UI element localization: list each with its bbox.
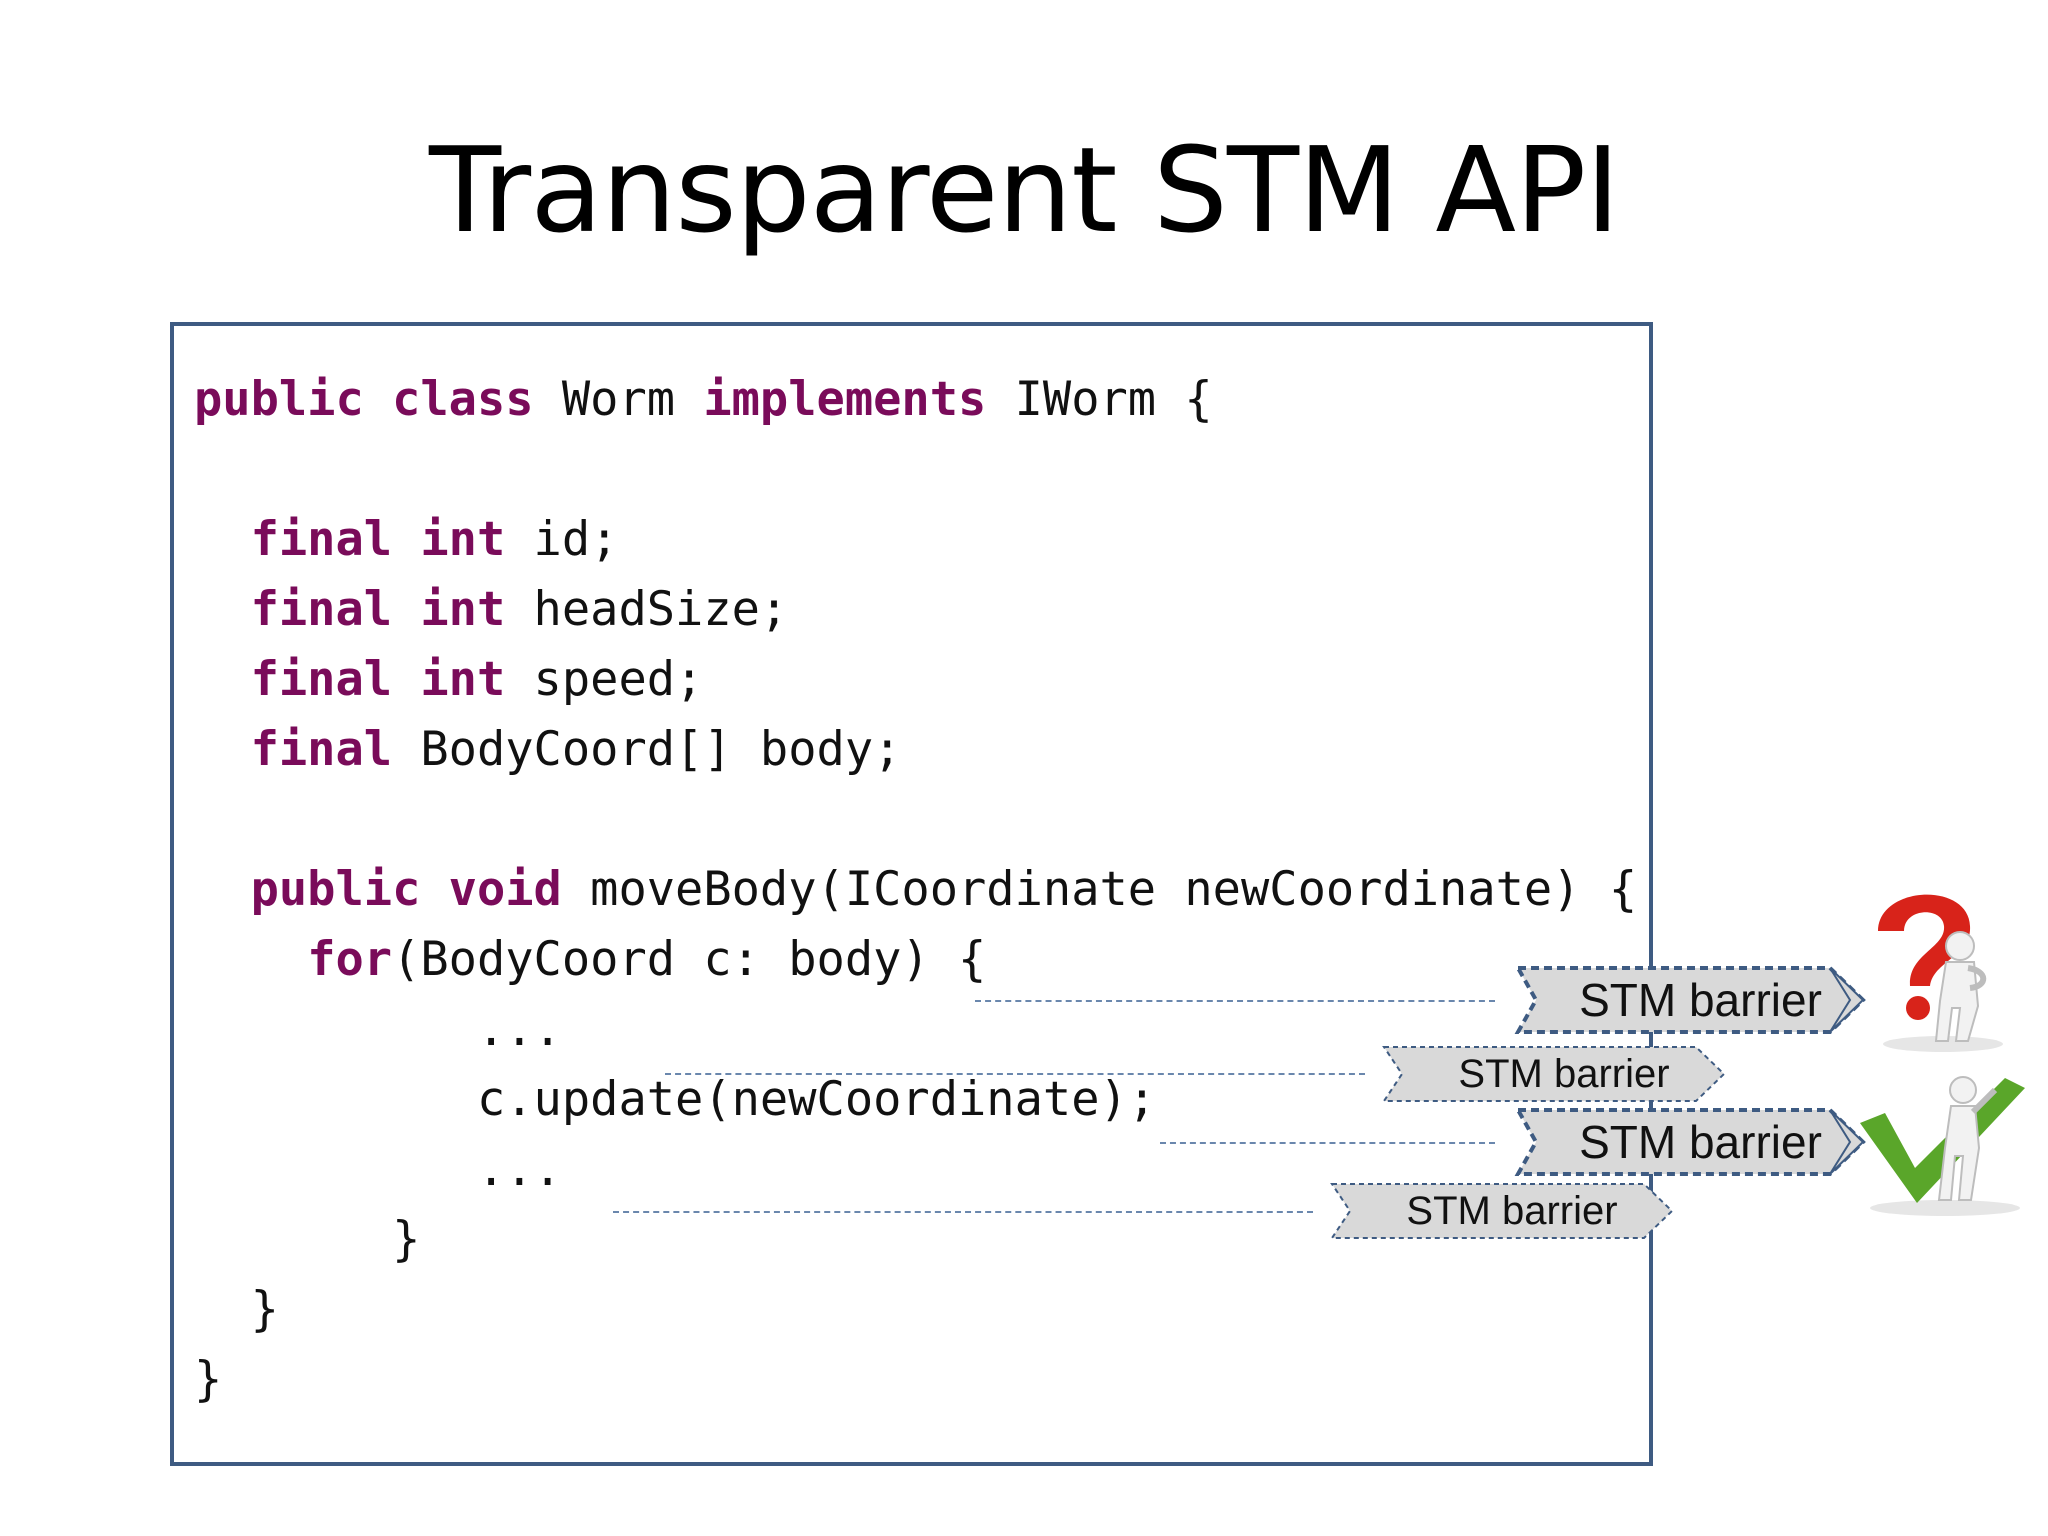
code-line: ... (194, 1135, 562, 1205)
code-text: BodyCoord[] body; (392, 722, 902, 777)
code-text: speed; (505, 652, 704, 707)
barrier-leader-line (1160, 1142, 1495, 1144)
code-text (194, 512, 251, 567)
code-text: Worm (533, 372, 704, 427)
code-keyword: public void (250, 862, 562, 917)
code-line: } (194, 1345, 222, 1415)
code-text: headSize; (505, 582, 789, 637)
checkmark-figure-icon (1855, 1068, 2040, 1218)
code-text: } (194, 1282, 279, 1337)
code-keyword: for (307, 932, 393, 987)
stm-barrier-arrow: STM barrier (1382, 1046, 1726, 1102)
barrier-arrow-shape (1514, 1108, 1866, 1176)
code-text: moveBody(ICoordinate newCoordinate) { (561, 862, 1638, 917)
code-text: c.update(newCoordinate); (194, 1072, 1157, 1127)
barrier-label: STM barrier (1406, 1188, 1618, 1233)
barrier-leader-line (613, 1211, 1313, 1213)
slide-title: Transparent STM API (428, 121, 1620, 259)
barrier-label: STM barrier (1579, 974, 1822, 1026)
code-line: public class Worm implements IWorm { (194, 365, 1213, 435)
barrier-leader-line (975, 1000, 1495, 1002)
code-line: for(BodyCoord c: body) { (194, 925, 986, 995)
code-line: } (194, 1275, 279, 1345)
barrier-label: STM barrier (1458, 1051, 1670, 1096)
barrier-leader-line (665, 1073, 1365, 1075)
code-text: IWorm { (986, 372, 1213, 427)
code-text (194, 652, 251, 707)
code-text (194, 862, 251, 917)
code-text: } (194, 1212, 421, 1267)
code-text: (BodyCoord c: body) { (392, 932, 987, 987)
code-text: ... (194, 1002, 562, 1057)
code-line: final int id; (194, 505, 619, 575)
code-line: } (194, 1205, 420, 1275)
code-keyword: implements (703, 372, 987, 427)
code-keyword: final int (250, 512, 506, 567)
code-keyword: public class (194, 372, 534, 427)
code-line: c.update(newCoordinate); (194, 1065, 1156, 1135)
barrier-arrow-shape (1514, 966, 1866, 1034)
code-text: } (194, 1352, 223, 1407)
code-line: final BodyCoord[] body; (194, 715, 902, 785)
code-text: id; (505, 512, 619, 567)
barrier-arrow-shape (1382, 1046, 1726, 1102)
code-line: final int speed; (194, 645, 704, 715)
stm-barrier-arrow: STM barrier (1514, 966, 1866, 1034)
code-line: ... (194, 995, 562, 1065)
code-line: public void moveBody(ICoordinate newCoor… (194, 855, 1638, 925)
barrier-label: STM barrier (1579, 1116, 1822, 1168)
code-block: public class Worm implements IWorm { fin… (170, 322, 1653, 1466)
code-text (194, 932, 307, 987)
code-keyword: final int (250, 652, 506, 707)
code-text (194, 582, 251, 637)
code-keyword: final (250, 722, 393, 777)
code-text: ... (194, 1142, 562, 1197)
code-line: final int headSize; (194, 575, 789, 645)
stm-barrier-arrow: STM barrier (1514, 1108, 1866, 1176)
stm-barrier-arrow: STM barrier (1330, 1183, 1674, 1239)
question-mark-figure-icon (1848, 876, 2028, 1056)
barrier-arrow-shape (1330, 1183, 1674, 1239)
code-keyword: final int (250, 582, 506, 637)
code-text (194, 722, 251, 777)
